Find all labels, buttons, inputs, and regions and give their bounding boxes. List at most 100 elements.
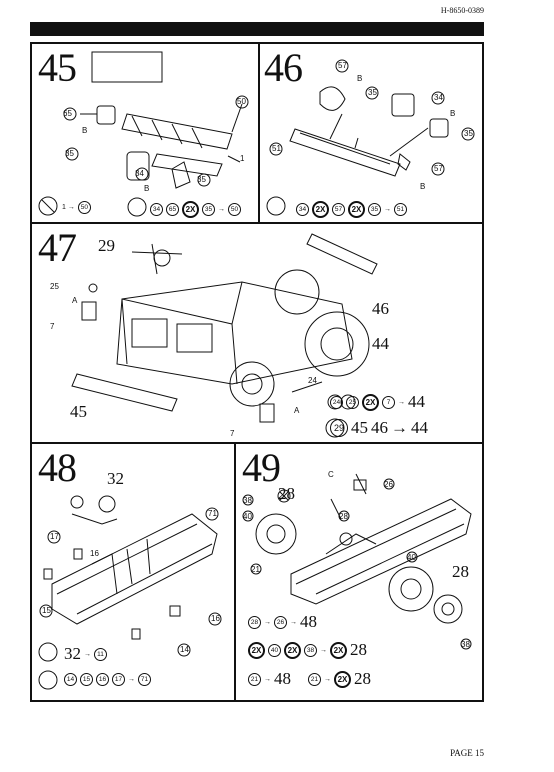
part-circle: 71 xyxy=(138,673,151,686)
callout-35: 35 xyxy=(464,129,473,138)
callout-57: 57 xyxy=(338,61,347,70)
callout-34: 34 xyxy=(434,93,443,102)
quantity-badge: 2X xyxy=(362,393,379,411)
callout-34: 34 xyxy=(135,169,144,178)
callout-21: 21 xyxy=(251,565,260,574)
part-circle: 34 xyxy=(296,203,309,216)
step-number: 49 xyxy=(242,445,281,490)
step-45-sequence-2: 34 65 2X 35 → 50 xyxy=(150,201,241,218)
part-circle: 15 xyxy=(80,673,93,686)
quantity-badge: 2X xyxy=(182,201,199,218)
callout-25: 25 xyxy=(50,282,59,291)
part-circle: 40 xyxy=(268,643,281,657)
step-46-sequence: 34 2X 57 2X 35 → 51 xyxy=(296,201,407,218)
callout-b: B xyxy=(420,182,426,191)
arrow: → xyxy=(128,676,135,683)
target-part: 48 xyxy=(274,669,291,688)
callout-45: 45 xyxy=(70,402,87,421)
sequence-text: 1 → xyxy=(62,204,75,211)
callout-71: 71 xyxy=(208,509,217,518)
callout-a: A xyxy=(72,296,78,305)
part-circle: 65 xyxy=(166,203,179,216)
callout-15: 15 xyxy=(42,606,51,615)
arrow: → xyxy=(84,650,91,658)
callout-b: B xyxy=(450,109,456,118)
callout-b: B xyxy=(357,74,363,83)
part-circle: 11 xyxy=(94,647,107,661)
part-circle: 26 xyxy=(274,615,287,629)
callout-24: 24 xyxy=(308,376,317,385)
quantity-badge: 2X xyxy=(330,641,347,659)
step-47-panel: 47 29 25 A 7 46 44 45 24 A 7 24 xyxy=(30,222,484,444)
callout-38: 38 xyxy=(461,640,470,649)
step-number: 46 xyxy=(264,45,303,90)
callout-40: 40 xyxy=(407,553,416,562)
target-part: 44 xyxy=(408,392,425,411)
part-circle: 51 xyxy=(394,203,407,216)
part-circle: 21 xyxy=(308,672,321,686)
callout-b: B xyxy=(82,126,88,135)
step-46-illustration xyxy=(266,59,475,216)
quantity-badge: 2X xyxy=(284,641,301,659)
callout-44: 44 xyxy=(372,334,389,353)
callout-29: 29 xyxy=(98,236,115,255)
callout-46: 46 xyxy=(372,299,389,318)
part-circle: 16 xyxy=(96,673,109,686)
callout-28: 28 xyxy=(339,512,348,521)
callout-26: 26 xyxy=(384,480,393,489)
step-49-illustration xyxy=(242,473,472,650)
step-48-sequence-1: 32 → 11 xyxy=(64,644,107,664)
step-48-sequence-2: 14 15 16 17 → 71 xyxy=(64,673,151,686)
callout-35: 35 xyxy=(368,88,377,97)
step-46-panel: 46 57 B 35 34 B 35 51 57 B 34 2X 57 2X 3… xyxy=(258,42,484,224)
callout-35: 35 xyxy=(65,149,74,158)
callout-1: 1 xyxy=(240,154,245,163)
part-circle: 35 xyxy=(368,203,381,216)
step-47-illustration xyxy=(71,233,378,438)
target-part: 48 xyxy=(300,612,317,631)
callout-a: A xyxy=(294,406,300,415)
target-part: 28 xyxy=(354,669,371,688)
callout-16: 16 xyxy=(90,549,99,558)
callout-28: 28 xyxy=(278,484,295,503)
step-49-sequence-2: 2X 40 2X 38 → 2X 28 xyxy=(248,640,367,660)
quantity-badge: 2X xyxy=(334,670,351,688)
part-circle: 17 xyxy=(112,673,125,686)
part-circle: 38 xyxy=(304,643,317,657)
callout-38: 38 xyxy=(243,496,252,505)
arrow: → xyxy=(264,675,271,683)
part-circle: 28 xyxy=(248,615,261,629)
part-circle: 50 xyxy=(228,203,241,216)
callout-14: 14 xyxy=(180,645,189,654)
header-bar xyxy=(30,22,484,36)
part-circle: 24 xyxy=(330,395,343,409)
callout-65: 65 xyxy=(63,109,72,118)
callout-16: 16 xyxy=(211,614,220,623)
step-49-panel: 49 28 38 40 21 C 26 28 40 28 38 28 → xyxy=(234,442,484,702)
arrow: → xyxy=(264,618,271,626)
step-number: 45 xyxy=(38,45,77,90)
part-circle: 50 xyxy=(77,201,91,214)
callout-32: 32 xyxy=(107,469,124,488)
step-47-sequence-2: 29 45 46 → 44 xyxy=(330,418,428,438)
callout-35: 35 xyxy=(197,175,206,184)
step-number: 48 xyxy=(38,445,77,490)
arrow: → xyxy=(324,675,331,683)
step-49-sequence-1: 28 → 26 → 48 xyxy=(248,612,317,632)
part-circle: 34 xyxy=(150,203,163,216)
part-number: 46 xyxy=(371,418,388,437)
step-49-sequence-3: 21 → 48 21 → 2X 28 xyxy=(248,669,371,689)
step-48-panel: 48 32 71 17 16 15 16 14 32 → 11 14 15 xyxy=(30,442,236,702)
callout-7: 7 xyxy=(230,429,235,438)
part-number: 32 xyxy=(64,644,81,663)
part-circle: 29 xyxy=(330,419,348,437)
quantity-badge: 2X xyxy=(312,201,329,218)
callout-b: B xyxy=(144,184,150,193)
target-part: 44 xyxy=(411,418,428,437)
part-number: 45 xyxy=(351,418,368,437)
step-number: 47 xyxy=(38,225,77,270)
step-45-panel: 45 65 50 B 35 34 1 35 B 1 → 50 34 65 xyxy=(30,42,260,224)
document-id: H-8650-0389 xyxy=(440,6,484,15)
part-circle: 57 xyxy=(332,203,345,216)
callout-28: 28 xyxy=(452,562,469,581)
